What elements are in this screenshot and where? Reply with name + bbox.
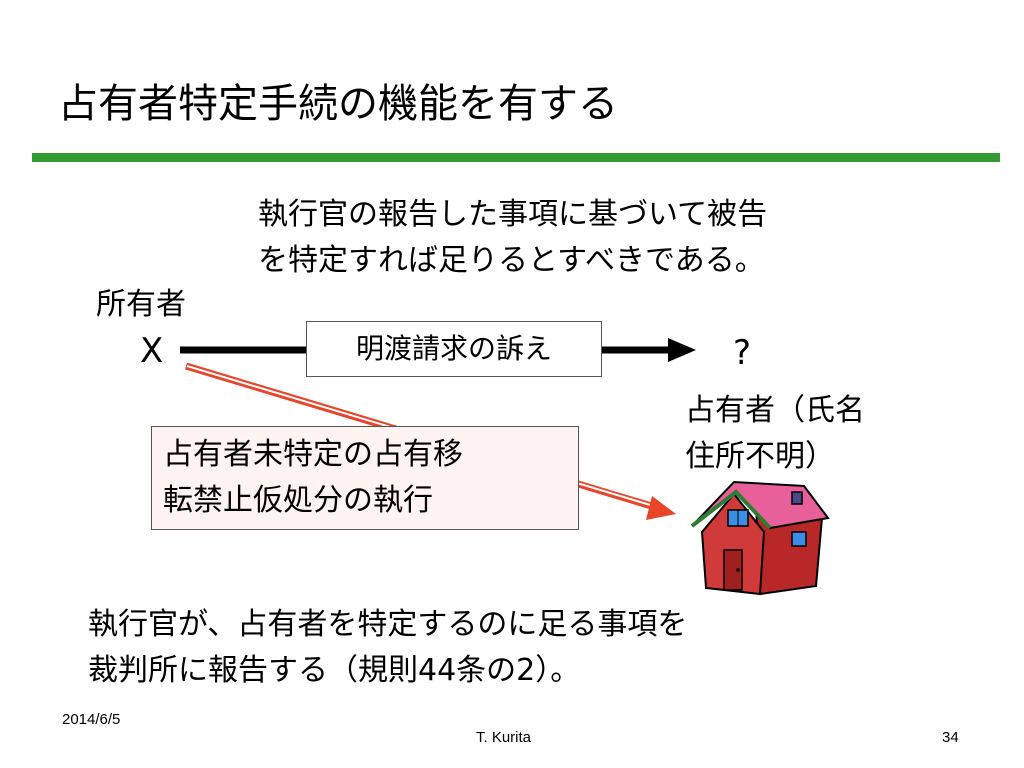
slide-title: 占有者特定手続の機能を有する bbox=[58, 81, 618, 127]
note-text: 執行官が、占有者を特定するのに足る事項を 裁判所に報告する（規則44条の2）。 bbox=[88, 602, 687, 694]
suit-box: 明渡請求の訴え bbox=[306, 321, 602, 377]
owner-symbol: X bbox=[140, 331, 164, 371]
occupant-line-1: 占有者（氏名 bbox=[685, 393, 865, 428]
injunction-line-1: 占有者未特定の占有移 bbox=[163, 437, 463, 472]
lead-text: 執行官の報告した事項に基づいて被告 を特定すれば足りるとすべきである。 bbox=[258, 192, 767, 284]
footer-page-number: 34 bbox=[942, 729, 959, 746]
note-line-1: 執行官が、占有者を特定するのに足る事項を bbox=[88, 607, 688, 642]
lead-line-1: 執行官の報告した事項に基づいて被告 bbox=[258, 197, 768, 232]
note-line-2: 裁判所に報告する（規則44条の2）。 bbox=[88, 653, 581, 688]
injunction-line-2: 転禁止仮処分の執行 bbox=[163, 483, 433, 518]
title-rule bbox=[32, 153, 1000, 162]
footer-date: 2014/6/5 bbox=[62, 711, 121, 728]
unknown-mark: ? bbox=[733, 333, 752, 373]
occupant-line-2: 住所不明） bbox=[685, 439, 835, 474]
house-icon bbox=[690, 480, 830, 596]
lead-line-2: を特定すれば足りるとすべきである。 bbox=[258, 243, 765, 278]
owner-label: 所有者 bbox=[96, 287, 186, 322]
injunction-box: 占有者未特定の占有移 転禁止仮処分の執行 bbox=[151, 426, 579, 530]
footer-author: T. Kurita bbox=[476, 729, 532, 746]
occupant-label: 占有者（氏名 住所不明） bbox=[685, 388, 865, 480]
